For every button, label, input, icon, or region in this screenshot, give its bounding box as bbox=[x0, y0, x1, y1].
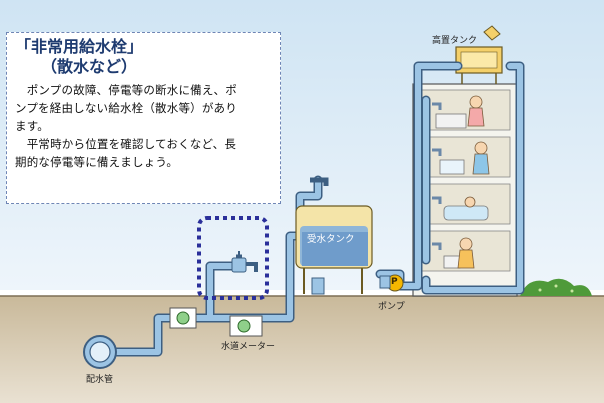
note-text-line: 平常時から位置を確認しておくなど、長 bbox=[15, 137, 237, 151]
emergency-faucet-icon bbox=[231, 251, 258, 273]
distribution-pipe-label: 配水管 bbox=[86, 375, 114, 385]
note-text-line: 期的な停電等に備えましょう。 bbox=[15, 155, 179, 169]
tank-sign-icon bbox=[483, 25, 501, 41]
note-text-line: ます。 bbox=[15, 119, 49, 133]
pump-label: ポンプ bbox=[378, 302, 405, 312]
receiving-tank-label: 受水タンク bbox=[307, 234, 355, 245]
water-pipes bbox=[95, 61, 525, 357]
room-kitchen bbox=[435, 95, 485, 129]
tank-inlet-icon bbox=[310, 177, 329, 186]
note-subtitle: （散水など） bbox=[41, 57, 138, 76]
note-text-line: ンプを経由しない給水栓（散水等）があり bbox=[15, 101, 237, 115]
elevated-tank bbox=[455, 46, 503, 84]
distribution-pipe-icon bbox=[83, 335, 117, 369]
ground bbox=[0, 296, 604, 403]
receiving-tank bbox=[295, 205, 373, 295]
elevated-tank-label: 高置タンク bbox=[432, 36, 478, 46]
room-washroom bbox=[439, 141, 490, 175]
note-title: 「非常用給水栓」 bbox=[15, 37, 144, 56]
pump-symbol: P bbox=[391, 277, 398, 287]
room-bathtub bbox=[443, 196, 489, 221]
shrub-icon bbox=[520, 278, 592, 296]
pump-icon bbox=[379, 274, 404, 292]
valve-icon bbox=[169, 307, 197, 329]
emergency-hydrant-note: 「非常用給水栓」 （散水など） ポンプの故障、停電等の断水に備え、ポ ンプを経由… bbox=[6, 32, 281, 204]
water-meter-icon bbox=[229, 315, 263, 337]
emergency-tap-highlight bbox=[197, 216, 269, 300]
water-meter-label: 水道メーター bbox=[221, 342, 276, 352]
room-toilet bbox=[443, 237, 475, 269]
note-text-line: ポンプの故障、停電等の断水に備え、ポ bbox=[15, 83, 237, 97]
